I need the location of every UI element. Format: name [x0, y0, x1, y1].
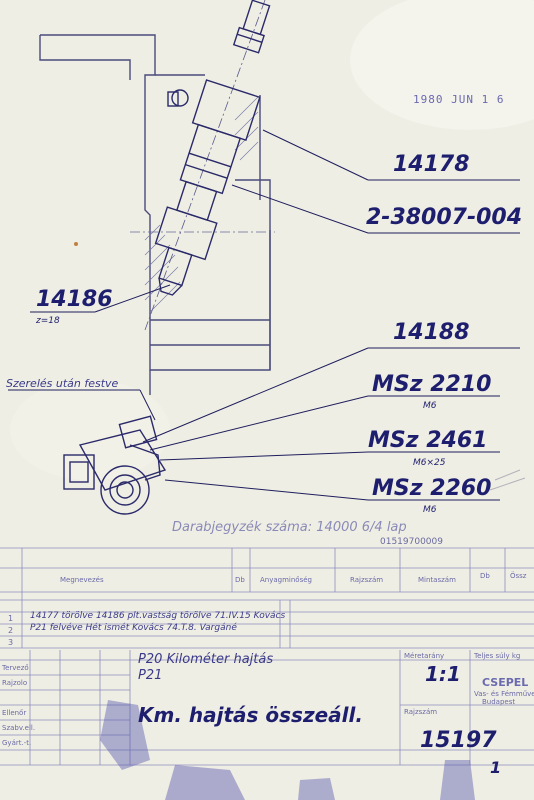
thread-size-m6x25: M6×25	[413, 458, 446, 468]
tooth-count-label: z=18	[36, 316, 60, 326]
parts-list-grid	[0, 547, 534, 649]
drawing-number: 15197	[420, 728, 497, 753]
part-number-14186: 14186	[36, 287, 113, 312]
revision-number-3: 3	[8, 638, 14, 647]
label-ellenor: Ellenőr	[2, 709, 27, 717]
standard-msz-2210: MSz 2210	[372, 372, 492, 397]
company-subtitle-2: Budapest	[482, 698, 516, 706]
drawing-number-label: Rajzszám	[404, 708, 438, 716]
label-gyart-t: Gyárt.-t.	[2, 739, 32, 747]
leader-lines	[8, 129, 520, 501]
sheet-count: 1	[490, 758, 502, 777]
label-tervezo: Tervező	[2, 664, 29, 672]
header-rajzszam: Rajzszám	[350, 576, 384, 584]
drive-shaft-assembly	[154, 0, 271, 296]
thread-size-m6-b: M6	[423, 505, 437, 515]
header-ossz: Össz	[510, 572, 527, 580]
company-name: CSEPEL	[482, 676, 529, 689]
thread-size-m6-a: M6	[423, 401, 437, 411]
label-szabv-ell: Szabv.ell.	[2, 724, 36, 732]
mass-label: Teljes súly kg	[474, 652, 521, 660]
ink-smudges	[100, 700, 475, 800]
housing-outline	[39, 34, 271, 395]
revision-number-1: 1	[8, 614, 14, 623]
title-block-grid	[0, 650, 534, 766]
scale-label: Méretarány	[404, 652, 445, 660]
header-db-2: Db	[480, 572, 490, 580]
painted-after-assembly-note: Szerelés után festve	[6, 377, 119, 390]
company-subtitle-1: Vas- és Fémművek	[474, 690, 534, 698]
label-rajzolo: Rajzolo	[2, 679, 28, 687]
center-line	[144, 0, 266, 331]
part-number-2-38007-004: 2-38007-004	[366, 205, 523, 230]
revision-number-2: 2	[8, 626, 14, 635]
revision-text-2: P21 felvéve Hét ismét Kovács 74.T.8. Var…	[30, 623, 237, 633]
header-mintaszam: Mintaszám	[418, 576, 456, 584]
header-db: Db	[235, 576, 245, 584]
document-number: 01519700009	[380, 537, 443, 547]
revision-text-1: 14177 törölve 14186 plt.vastság törölve …	[30, 611, 286, 621]
cable-fitting-assembly	[63, 415, 167, 515]
part-number-14178: 14178	[393, 152, 470, 177]
date-stamp: 1980 JUN 1 6	[413, 93, 505, 106]
header-anyagminoseg: Anyagminőség	[260, 576, 312, 584]
product-line-1: P20 Kilométer hajtás	[138, 652, 274, 667]
part-number-14188: 14188	[393, 320, 470, 345]
standard-msz-2260: MSz 2260	[372, 476, 492, 501]
standard-msz-2461: MSz 2461	[368, 428, 488, 453]
product-line-2: P21	[138, 668, 163, 683]
header-megnevezes: Megnevezés	[60, 576, 104, 584]
scale-value: 1:1	[425, 662, 461, 686]
drawing-title: Km. hajtás összeáll.	[138, 703, 363, 727]
parts-list-quantity-note: Darabjegyzék száma: 14000 6/4 lap	[172, 520, 407, 535]
